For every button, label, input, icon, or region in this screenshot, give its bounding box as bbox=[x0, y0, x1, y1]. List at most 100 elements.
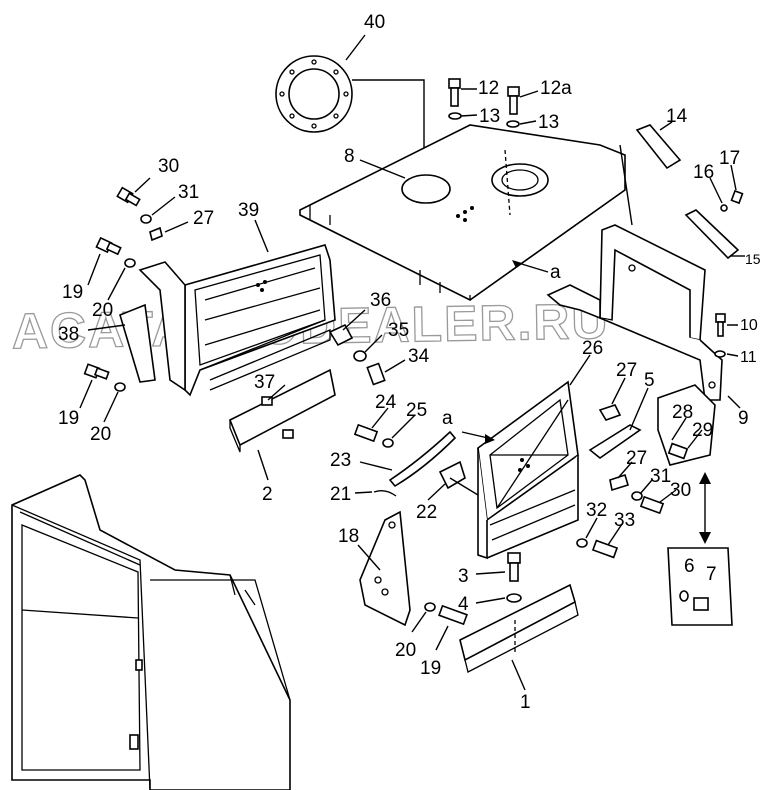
callout-30: 30 bbox=[670, 480, 691, 501]
callout-20: 20 bbox=[90, 424, 111, 445]
leader-8 bbox=[359, 159, 406, 179]
callout-31: 31 bbox=[650, 466, 671, 487]
washer-20b bbox=[114, 382, 126, 392]
bolt-30a bbox=[116, 186, 141, 207]
gasket-40 bbox=[275, 55, 353, 133]
bottom-plate-1 bbox=[459, 583, 579, 673]
callout-6: 6 bbox=[684, 556, 695, 577]
washer-32 bbox=[576, 538, 588, 548]
leader-37 bbox=[267, 384, 286, 401]
washer-20c bbox=[424, 602, 436, 612]
leaders-19-20b bbox=[79, 379, 119, 423]
callout-19: 19 bbox=[420, 658, 441, 679]
washer-35 bbox=[353, 350, 367, 362]
leader-2 bbox=[257, 449, 269, 481]
callout-10: 10 bbox=[740, 317, 758, 334]
arrow-a-top-head bbox=[512, 260, 522, 268]
callout-a: a bbox=[550, 262, 561, 283]
callout-8: 8 bbox=[344, 146, 355, 167]
callout-labels: 40 12 12a 13 13 14 8 16 17 15 30 31 27 3… bbox=[58, 12, 761, 713]
bolt-33 bbox=[591, 539, 619, 559]
leader-39 bbox=[254, 219, 269, 253]
callout-2: 2 bbox=[262, 484, 273, 505]
washer-20a bbox=[124, 258, 136, 268]
bottom-cover-2 bbox=[228, 368, 336, 453]
leader-18 bbox=[357, 544, 381, 571]
callout-27: 27 bbox=[626, 448, 647, 469]
callout-18: 18 bbox=[338, 526, 359, 547]
callout-a: a bbox=[442, 408, 453, 429]
leader-40 bbox=[352, 79, 425, 180]
bolt-10 bbox=[715, 313, 726, 337]
callout-3: 3 bbox=[458, 566, 469, 587]
bracket-38 bbox=[119, 303, 156, 383]
leaders-27-31-30 bbox=[617, 461, 677, 503]
callout-31: 31 bbox=[178, 182, 199, 203]
callout-1: 1 bbox=[520, 692, 531, 713]
callout-11: 11 bbox=[740, 349, 757, 366]
callout-15: 15 bbox=[745, 251, 761, 267]
callout-26: 26 bbox=[582, 338, 603, 359]
bolt-19b bbox=[83, 363, 110, 380]
bracket-18 bbox=[359, 510, 411, 627]
bolt-29 bbox=[667, 442, 689, 460]
callout-4: 4 bbox=[458, 594, 469, 615]
leaders-36-35-34 bbox=[342, 309, 406, 373]
washer-4 bbox=[506, 593, 522, 603]
callout-27: 27 bbox=[616, 360, 637, 381]
bolt-12a bbox=[506, 86, 520, 128]
leader-22 bbox=[427, 483, 446, 501]
clip-27b bbox=[598, 404, 622, 421]
top-cover-8 bbox=[299, 124, 626, 302]
callout-19: 19 bbox=[62, 282, 83, 303]
bolt-19a bbox=[95, 236, 122, 256]
callout-28: 28 bbox=[672, 402, 693, 423]
washer-31a bbox=[140, 214, 152, 224]
callout-13: 13 bbox=[538, 112, 559, 133]
callout-20: 20 bbox=[395, 640, 416, 661]
clip-36 bbox=[328, 323, 354, 347]
clip-27a bbox=[149, 226, 163, 242]
plate-14 bbox=[635, 124, 682, 170]
leader-9 bbox=[727, 395, 741, 409]
washer-16 bbox=[720, 204, 728, 212]
leaders-24-25 bbox=[371, 407, 416, 439]
callout-27: 27 bbox=[193, 208, 214, 229]
callout-12: 12 bbox=[478, 78, 499, 99]
leader-panel bbox=[449, 477, 479, 496]
washer-31b bbox=[631, 491, 643, 501]
callout-35: 35 bbox=[388, 320, 409, 341]
callout-39: 39 bbox=[238, 200, 259, 221]
leader-40b bbox=[345, 34, 366, 61]
bolt-19c bbox=[438, 604, 468, 626]
handle-5 bbox=[588, 424, 642, 459]
callout-19: 19 bbox=[58, 408, 79, 429]
rod-23 bbox=[388, 430, 457, 488]
leader-1 bbox=[511, 659, 526, 691]
callout-40: 40 bbox=[364, 12, 385, 33]
washer-25 bbox=[382, 438, 394, 448]
arrow-a-mid bbox=[461, 431, 489, 439]
inset-box bbox=[667, 547, 733, 626]
bolt-3 bbox=[507, 552, 521, 582]
callout-29: 29 bbox=[692, 420, 713, 441]
callout-21: 21 bbox=[330, 484, 351, 505]
callout-25: 25 bbox=[406, 400, 427, 421]
bolt-24 bbox=[353, 423, 379, 443]
panel-39 bbox=[138, 244, 336, 397]
side-panel-26 bbox=[477, 380, 579, 560]
leaders-3-4 bbox=[475, 571, 506, 604]
plate-15 bbox=[684, 209, 740, 260]
latch-22 bbox=[438, 460, 466, 490]
pin-21 bbox=[373, 490, 397, 497]
callout-16: 16 bbox=[693, 162, 714, 183]
leader-21 bbox=[354, 491, 373, 494]
arrow-a-mid-head bbox=[485, 434, 495, 444]
callout-32: 32 bbox=[586, 500, 607, 521]
callout-13: 13 bbox=[479, 106, 500, 127]
leaders-12-13 bbox=[460, 88, 539, 125]
callout-22: 22 bbox=[416, 502, 437, 523]
callout-12a: 12a bbox=[540, 78, 572, 99]
